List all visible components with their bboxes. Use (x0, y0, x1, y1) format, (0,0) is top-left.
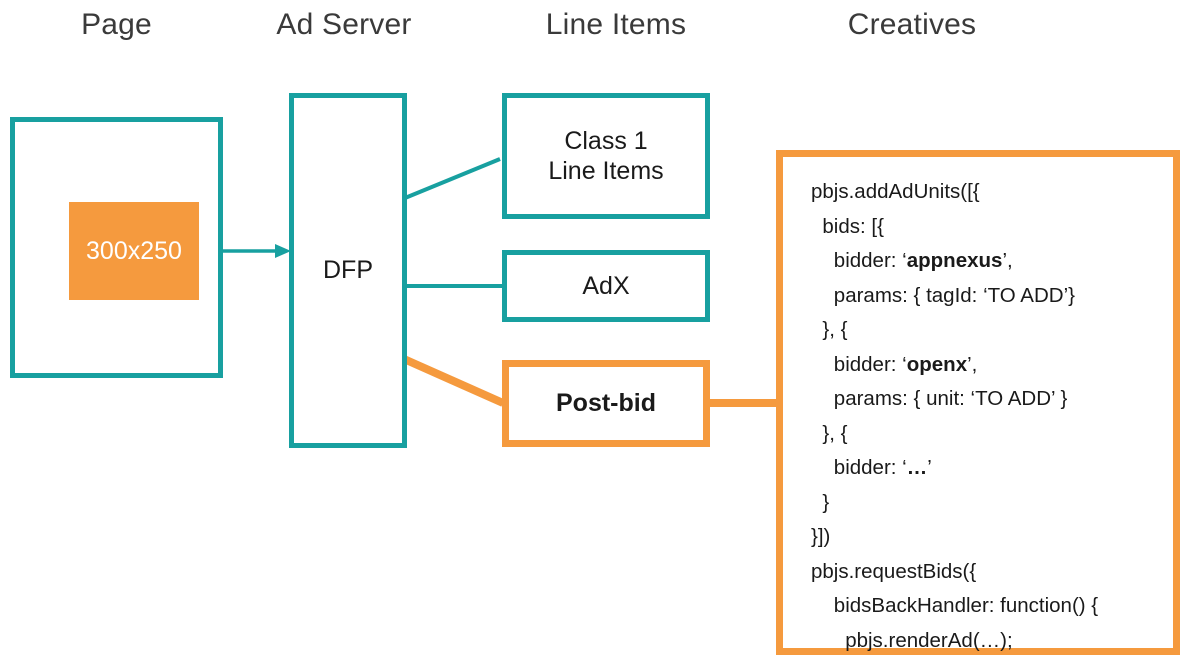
code-token-bold: … (906, 456, 928, 479)
code-line: }]) (811, 520, 1098, 555)
code-token: } (822, 490, 830, 514)
code-token-bold: openx (906, 352, 968, 376)
code-line: params: { unit: ‘TO ADD’ } (811, 382, 1098, 417)
line-item-class1-line1: Class 1 (564, 126, 648, 155)
column-header-line-items: Line Items (545, 8, 687, 41)
line-item-adx-box[interactable]: AdX (502, 250, 710, 322)
line-item-postbid-box[interactable]: Post-bid (502, 360, 710, 447)
code-line: bidsBackHandler: function() { (811, 589, 1098, 624)
column-header-ad-server: Ad Server (276, 8, 412, 41)
connector-dfp-to-class1 (404, 157, 501, 200)
code-line: }, { (811, 417, 1098, 452)
column-header-creatives: Creatives (847, 8, 977, 41)
code-line: } (811, 658, 1098, 664)
code-token-bold: appnexus (906, 249, 1003, 272)
creative-code-text: pbjs.addAdUnits([{ bids: [{ bidder: ‘app… (811, 175, 1098, 664)
code-token: ’ (927, 456, 932, 479)
code-line: params: { tagId: ‘TO ADD’} (811, 279, 1098, 314)
ad-slot-300x250[interactable]: 300x250 (69, 202, 199, 300)
creative-code-block[interactable]: pbjs.addAdUnits([{ bids: [{ bidder: ‘app… (776, 150, 1180, 664)
line-item-class1-box[interactable]: Class 1 Line Items (502, 93, 710, 219)
line-item-adx-label: AdX (582, 271, 630, 300)
code-line: bidder: ‘openx’, (811, 348, 1098, 383)
code-token: }]) (811, 525, 831, 548)
code-token: bidder: ‘ (833, 249, 907, 272)
code-token: }, { (822, 318, 848, 341)
code-line: pbjs.addAdUnits([{ (811, 175, 1098, 210)
code-token: pbjs.requestBids({ (811, 559, 977, 583)
code-line: }, { (811, 313, 1098, 348)
column-header-page: Page (81, 8, 152, 41)
line-item-class1-label: Class 1 Line Items (548, 126, 663, 187)
code-line: pbjs.requestBids({ (811, 555, 1098, 590)
connector-dfp-to-postbid (402, 355, 505, 407)
code-token: ’, (967, 352, 978, 376)
code-token: params: { unit: ‘TO ADD’ } (833, 387, 1068, 410)
code-token: bids: [{ (822, 214, 884, 238)
ad-slot-label: 300x250 (86, 236, 182, 265)
code-token: params: { tagId: ‘TO ADD’} (833, 283, 1075, 307)
line-item-postbid-label: Post-bid (556, 389, 656, 418)
code-token: bidder: ‘ (833, 456, 907, 479)
code-token: bidsBackHandler: function() { (833, 594, 1099, 617)
ad-server-dfp-label: DFP (323, 256, 373, 285)
code-line: bidder: ‘appnexus’, (811, 244, 1098, 279)
code-line: bidder: ‘…’ (811, 451, 1098, 486)
code-token: pbjs.renderAd(…); (845, 628, 1013, 652)
code-line: } (811, 486, 1098, 521)
code-token: bidder: ‘ (833, 352, 907, 376)
code-token: ’, (1002, 249, 1013, 272)
code-line: bids: [{ (811, 210, 1098, 245)
line-item-class1-line2: Line Items (548, 157, 664, 185)
code-token: pbjs.addAdUnits([{ (811, 180, 980, 203)
ad-server-dfp-box[interactable]: DFP (289, 93, 407, 448)
code-line: pbjs.renderAd(…); (811, 624, 1098, 659)
code-token: }, { (822, 421, 848, 445)
